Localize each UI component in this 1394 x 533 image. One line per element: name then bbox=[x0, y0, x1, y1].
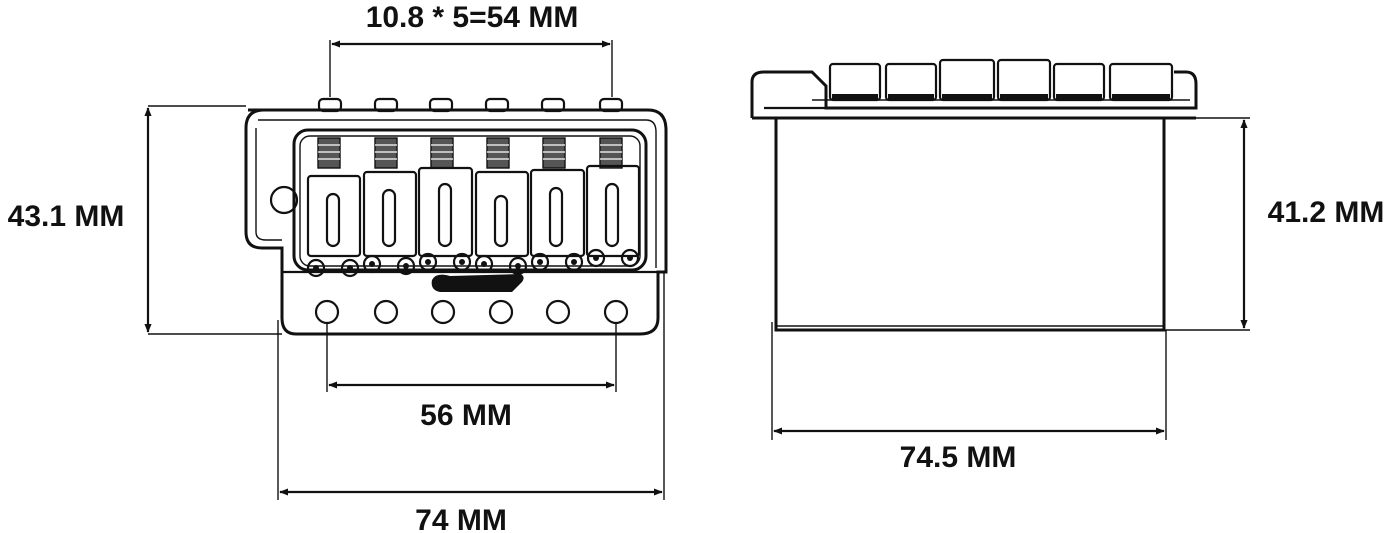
saddle-springs bbox=[317, 137, 623, 169]
label-screw-spacing: 56 MM bbox=[420, 399, 512, 432]
sustain-block bbox=[774, 116, 1166, 332]
label-string-spacing: 10.8 * 5=54 MM bbox=[366, 1, 579, 34]
saddle-window bbox=[292, 128, 648, 272]
front-dimensions bbox=[144, 40, 665, 500]
string-tabs bbox=[317, 97, 624, 113]
side-dimensions bbox=[771, 117, 1250, 440]
label-front-width: 74 MM bbox=[415, 504, 507, 533]
side-top-plate bbox=[750, 70, 1198, 118]
height-screws bbox=[306, 248, 640, 278]
bridge-logo bbox=[431, 274, 524, 292]
label-side-height: 41.2 MM bbox=[1268, 196, 1385, 229]
side-view bbox=[750, 58, 1198, 332]
label-front-height: 43.1 MM bbox=[8, 200, 125, 233]
string-holes bbox=[314, 299, 629, 325]
label-side-width: 74.5 MM bbox=[900, 441, 1017, 474]
front-base-plate bbox=[244, 108, 668, 336]
saddles bbox=[306, 164, 641, 258]
mounting-hole bbox=[269, 185, 299, 215]
front-view bbox=[244, 97, 668, 336]
